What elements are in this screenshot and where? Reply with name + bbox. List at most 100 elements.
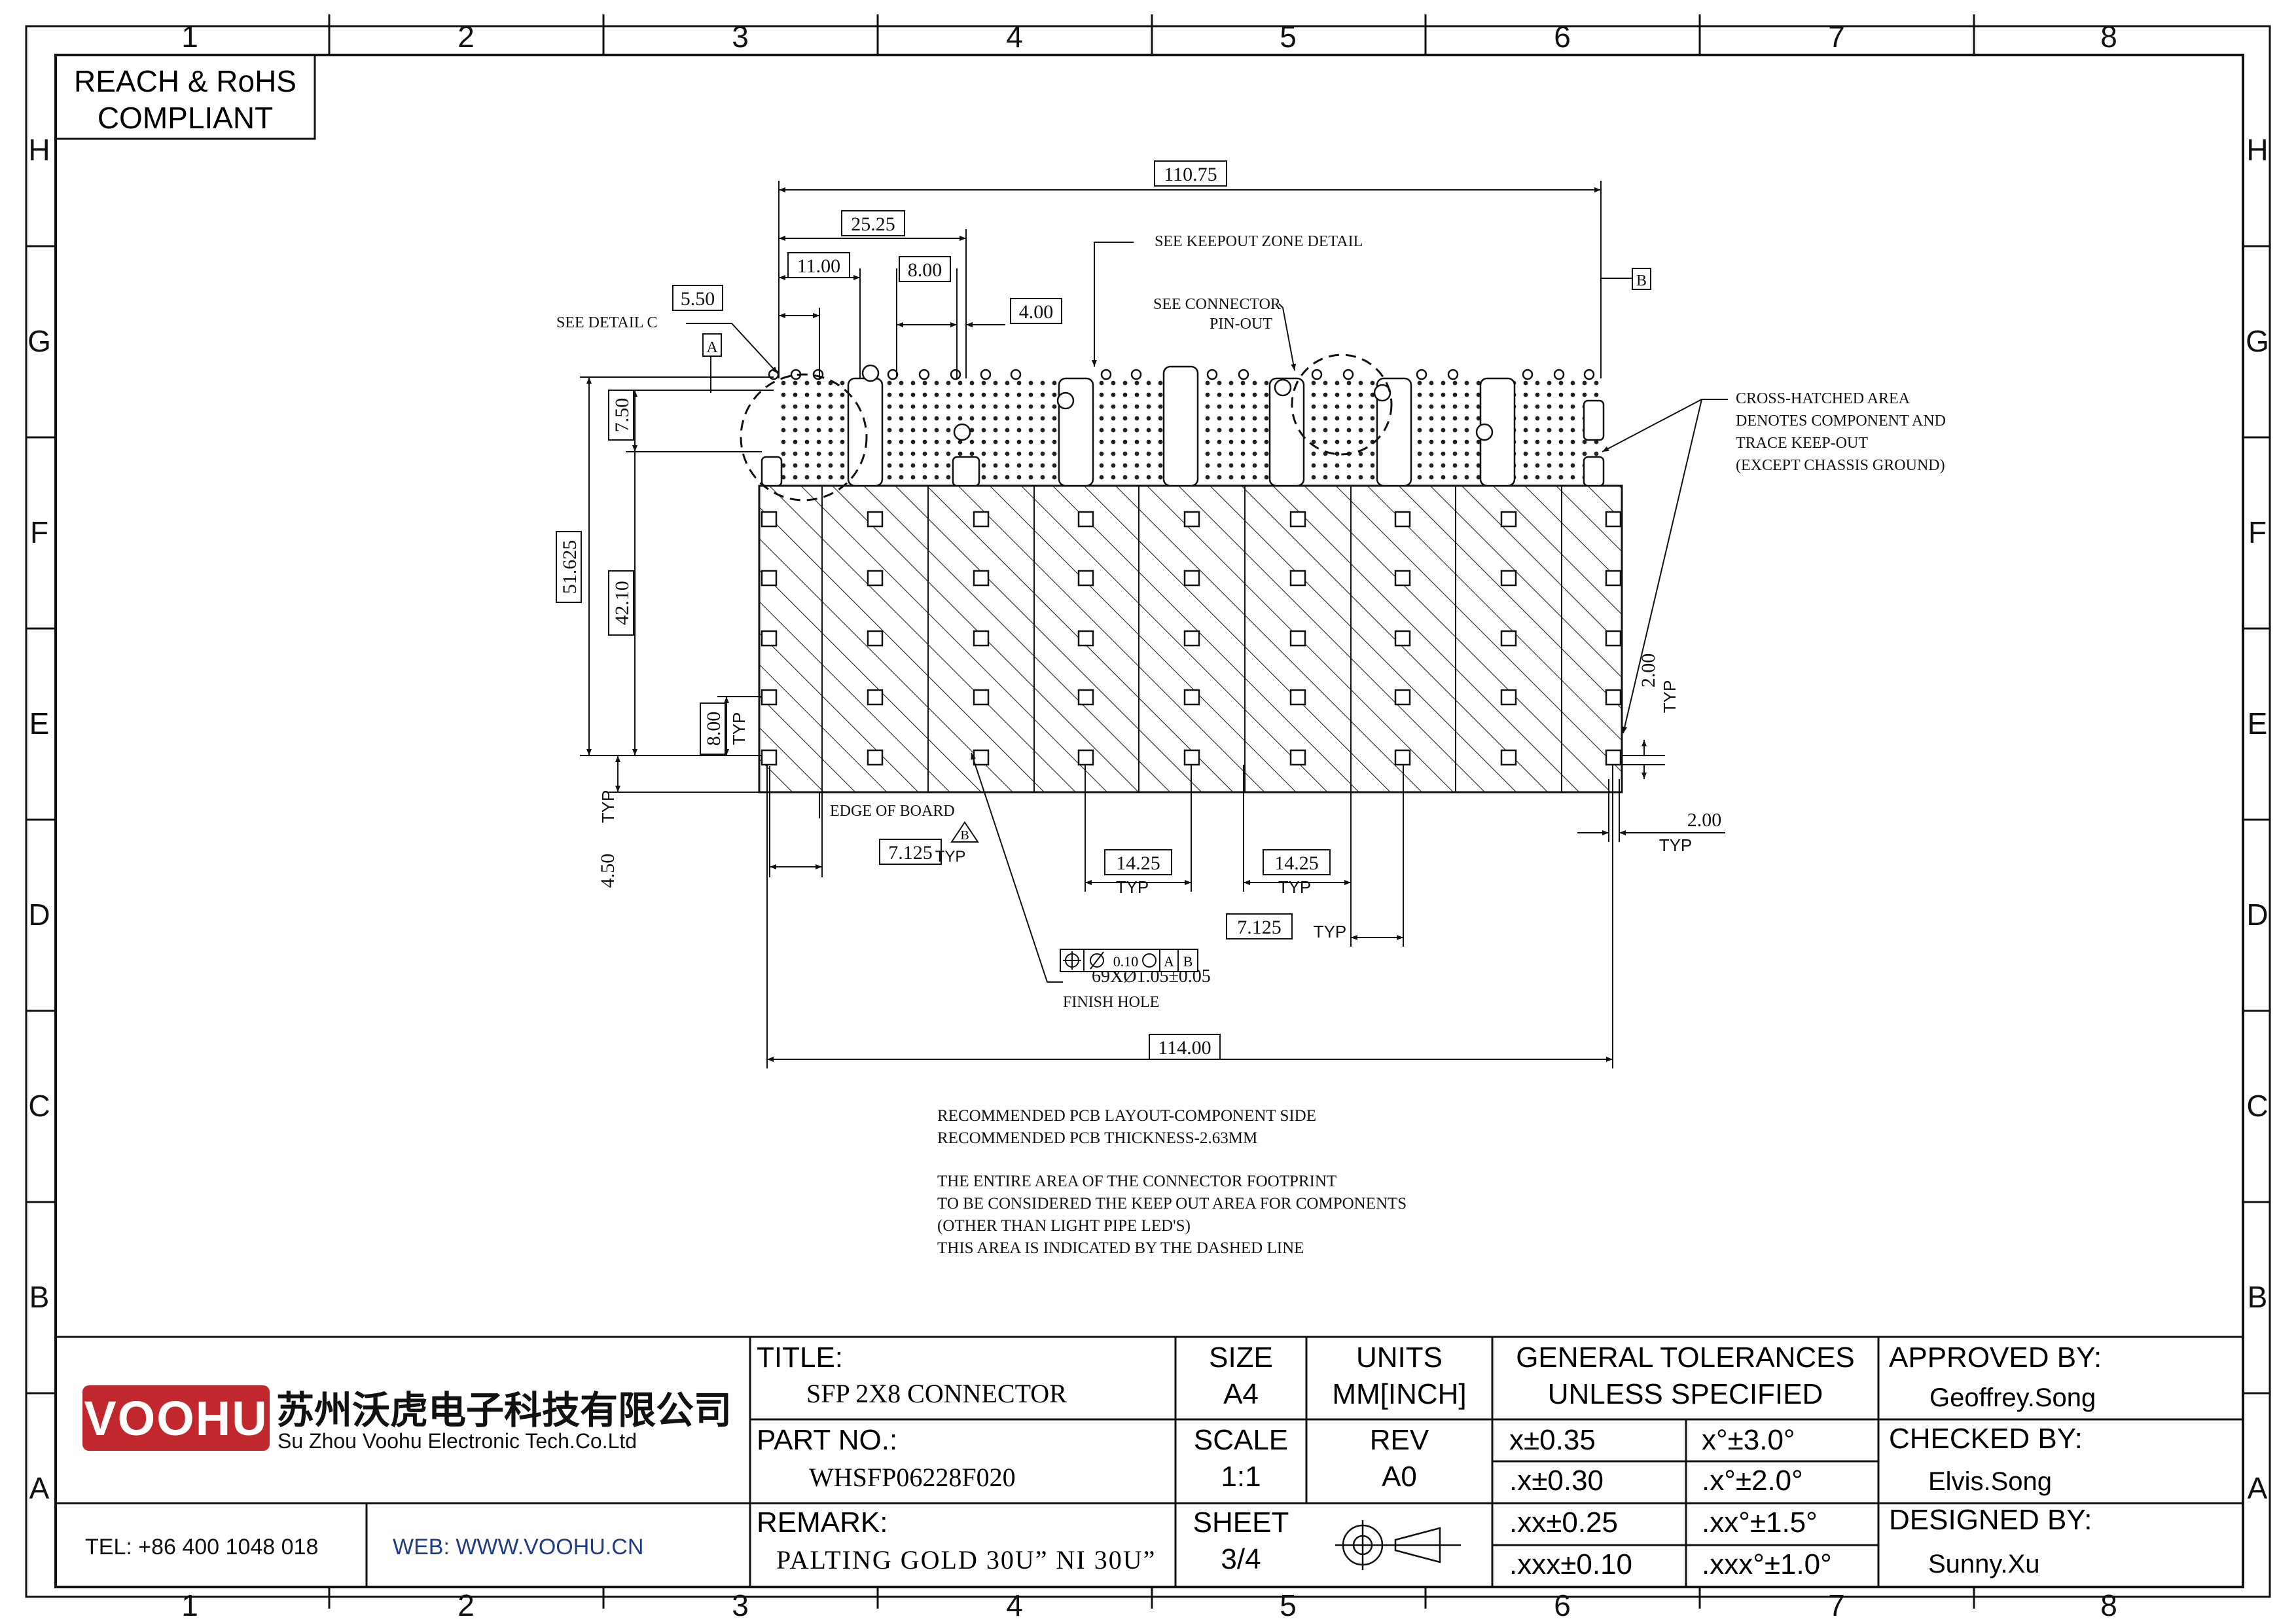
tolerance-linear: .xxx±0.10: [1509, 1548, 1632, 1580]
crosshatch-label-4: (EXCEPT CHASSIS GROUND): [1736, 457, 1945, 474]
pinout-label-2: PIN-OUT: [1210, 316, 1272, 333]
title-block: VOOHU 苏州沃虎电子科技有限公司 Su Zhou Voohu Electro…: [56, 1336, 2243, 1587]
see-detail-c-label: SEE DETAIL C: [556, 314, 658, 331]
company-logo: VOOHU 苏州沃虎电子科技有限公司 Su Zhou Voohu Electro…: [82, 1385, 732, 1453]
third-angle-projection-icon: [1335, 1520, 1461, 1570]
dim-5-50: 5.50: [681, 288, 715, 310]
col-label: 5: [1280, 20, 1297, 54]
col-label: 8: [2100, 1588, 2117, 1622]
row-label: G: [2246, 324, 2269, 358]
col-label: 2: [457, 20, 475, 54]
sheet-label: SHEET: [1193, 1506, 1289, 1539]
col-label: 3: [732, 20, 749, 54]
row-label: A: [29, 1471, 50, 1505]
hole-row: [761, 749, 1622, 766]
typ-label: TYP: [1314, 922, 1347, 941]
tolerance-title-2: UNLESS SPECIFIED: [1548, 1378, 1823, 1410]
logo-badge: [82, 1385, 270, 1451]
datum-b-flag: B: [950, 821, 979, 843]
remark-value: PALTING GOLD 30U” NI 30U”: [776, 1545, 1156, 1575]
finish-hole-grid: [761, 511, 1622, 766]
drawing-notes: RECOMMENDED PCB LAYOUT-COMPONENT SIDE RE…: [937, 1107, 1407, 1257]
tolerance-angular: .xx°±1.5°: [1702, 1506, 1818, 1539]
typ-label: TYP: [1660, 680, 1679, 714]
tolerance-datum-a: A: [1164, 953, 1174, 970]
size-value: A4: [1223, 1378, 1259, 1410]
note-line: THIS AREA IS INDICATED BY THE DASHED LIN…: [937, 1239, 1304, 1257]
dimension-lines: [580, 181, 1725, 1068]
row-label: H: [2246, 133, 2268, 167]
pinout-label-1: SEE CONNECTOR: [1153, 296, 1281, 313]
row-label: D: [2246, 898, 2268, 932]
checked-label: CHECKED BY:: [1889, 1423, 2083, 1455]
dim-8-00-top: 8.00: [908, 259, 942, 281]
dim-8-00-side: 8.00: [703, 712, 725, 746]
crosshatch-label-3: TRACE KEEP-OUT: [1736, 435, 1868, 452]
tolerance-angular: .x°±2.0°: [1702, 1465, 1803, 1497]
col-label: 6: [1554, 1588, 1571, 1622]
rev-value: A0: [1382, 1461, 1417, 1493]
dimension-texts: 110.75 25.25 11.00 8.00 4.00 5.50 A B 51…: [559, 164, 1721, 1059]
dim-25-25: 25.25: [851, 213, 895, 235]
scale-value: 1:1: [1221, 1461, 1261, 1493]
dim-4-50: 4.50: [597, 854, 619, 888]
row-label: B: [29, 1280, 50, 1314]
compliance-line1: REACH & RoHS: [74, 64, 296, 98]
typ-label: TYP: [935, 848, 966, 866]
connector-port-outlines: [761, 365, 1605, 487]
hole-row: [761, 570, 1622, 587]
col-label: 4: [1006, 1588, 1023, 1622]
compliance-box: REACH & RoHS COMPLIANT: [54, 54, 316, 140]
row-label: C: [2246, 1089, 2268, 1123]
col-label: 2: [457, 1588, 475, 1622]
dim-7-50: 7.50: [611, 398, 633, 433]
typ-label: TYP: [1278, 877, 1312, 897]
remark-label: REMARK:: [757, 1506, 888, 1539]
row-label: B: [2248, 1280, 2268, 1314]
size-label: SIZE: [1209, 1341, 1273, 1374]
col-label: 4: [1006, 20, 1023, 54]
logo-text: VOOHU: [84, 1391, 268, 1446]
telephone: TEL: +86 400 1048 018: [85, 1535, 318, 1559]
units-value: MM[INCH]: [1332, 1378, 1466, 1410]
dim-11-00: 11.00: [797, 255, 840, 277]
dimension-boxes: [556, 160, 1651, 1060]
dim-110-75: 110.75: [1164, 164, 1217, 185]
designed-label: DESIGNED BY:: [1889, 1504, 2092, 1536]
checked-value: Elvis.Song: [1928, 1467, 2052, 1496]
tolerance-linear: .xx±0.25: [1509, 1506, 1618, 1539]
row-label: E: [2248, 706, 2268, 740]
hole-row: [761, 511, 1622, 528]
hole-row: [761, 630, 1622, 647]
callout-labels: SEE DETAIL C SEE KEEPOUT ZONE DETAIL SEE…: [556, 233, 1946, 1011]
approved-label: APPROVED BY:: [1889, 1341, 2102, 1374]
tolerance-datum-b: B: [1183, 953, 1193, 970]
col-label: 1: [181, 1588, 198, 1622]
note-line: TO BE CONSIDERED THE KEEP OUT AREA FOR C…: [937, 1195, 1407, 1213]
col-label: 1: [181, 20, 198, 54]
typ-label: TYP: [1659, 835, 1693, 855]
row-label: A: [2248, 1471, 2268, 1505]
edge-of-board-label: EDGE OF BOARD: [830, 803, 955, 820]
title-value: SFP 2X8 CONNECTOR: [806, 1379, 1067, 1408]
zone-labels: 1 2 3 4 5 6 7 8 1 2 3 4 5 6 7 8 H G F E …: [27, 20, 2269, 1622]
note-line: (OTHER THAN LIGHT PIPE LED'S): [937, 1217, 1191, 1235]
dim-7-125-left: 7.125: [888, 842, 933, 864]
approved-value: Geoffrey.Song: [1929, 1383, 2096, 1412]
tolerance-angular: .xxx°±1.0°: [1702, 1548, 1832, 1580]
part-no-label: PART NO.:: [757, 1424, 897, 1456]
hole-row: [761, 689, 1622, 706]
row-label: F: [30, 515, 48, 549]
keepout-detail-circle: [1291, 354, 1393, 456]
row-label: F: [2248, 515, 2267, 549]
col-label: 5: [1280, 1588, 1297, 1622]
top-pin-holes: [768, 364, 1595, 441]
datum-a: A: [706, 339, 718, 356]
col-label: 8: [2100, 20, 2117, 54]
sheet-border: [25, 25, 2271, 1598]
tolerance-title-1: GENERAL TOLERANCES: [1516, 1341, 1855, 1374]
dim-2-00-vertical: 2.00: [1638, 653, 1659, 688]
company-name-en: Su Zhou Voohu Electronic Tech.Co.Ltd: [278, 1429, 637, 1453]
row-label: G: [27, 324, 51, 358]
